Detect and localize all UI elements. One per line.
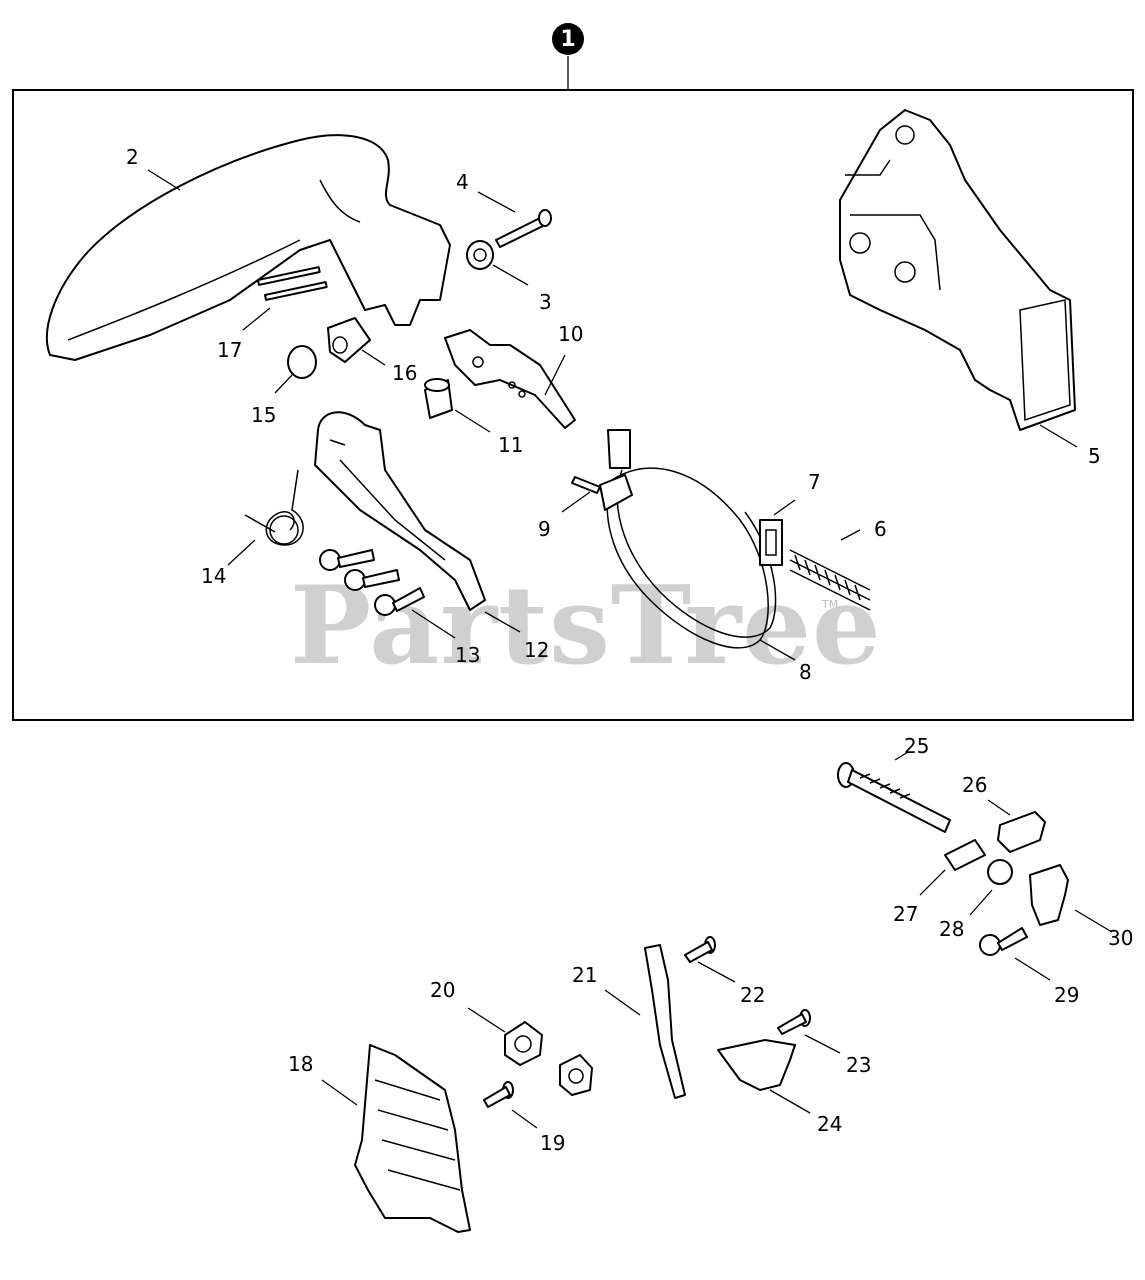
part-9-pin [571,476,601,494]
part-28-gear [987,859,1013,885]
part-2-cover [45,134,451,361]
callout-22: 22 [740,983,766,1007]
assembly-frame [12,89,1134,721]
part-19-screw [483,1081,514,1108]
callout-28: 28 [939,917,965,941]
part-8-band-bracket [607,429,631,469]
watermark: PartsTree [290,563,882,689]
callout-16: 16 [392,361,418,385]
callout-8: 8 [799,660,812,684]
part-3-grommet [466,240,494,270]
part-25-bolt [837,762,951,833]
callout-7: 7 [808,470,821,494]
callout-12: 12 [524,638,550,662]
callout-21: 21 [572,963,598,987]
part-17-slot-a [256,266,321,286]
part-26-adjuster [997,811,1046,853]
part-20-nut [504,1021,543,1066]
part-24-bracket [717,1039,796,1091]
assembly-number-badge: 1 [552,23,584,55]
callout-13: 13 [455,643,481,667]
part-17-slot-b [264,281,328,301]
part-29-screw [979,927,1028,956]
part-27-pin [944,839,986,871]
part-5-housing [839,109,1076,431]
part-10-link [444,329,576,429]
callout-10: 10 [558,322,584,346]
callout-29: 29 [1054,983,1080,1007]
callout-20: 20 [430,978,456,1002]
callout-17: 17 [217,338,243,362]
callout-18: 18 [288,1052,314,1076]
callout-19: 19 [540,1131,566,1155]
callout-23: 23 [846,1053,872,1077]
part-21-strip [644,944,686,1099]
part-23-screw [777,1009,811,1035]
callout-2: 2 [126,145,139,169]
callout-4: 4 [456,170,469,194]
callout-14: 14 [201,564,227,588]
callout-5: 5 [1088,444,1101,468]
part-15-nut [287,345,317,379]
part-12-lever [314,411,486,611]
callout-15: 15 [251,403,277,427]
watermark-trademark: TM [822,598,839,611]
part-22-screw [684,936,716,963]
part-6-spring [789,549,871,611]
part-30-cover [1029,864,1069,926]
callout-27: 27 [893,902,919,926]
part-14-spring [244,469,304,546]
part-20-nut-b [559,1054,593,1096]
callout-9: 9 [538,517,551,541]
callout-6: 6 [874,517,887,541]
part-7-holder [759,519,783,566]
callout-26: 26 [962,773,988,797]
part-18-deflector [354,1044,471,1233]
callout-30: 30 [1108,926,1134,950]
part-16-nut [327,317,371,363]
callout-3: 3 [539,290,552,314]
part-13-screws [319,549,425,616]
callout-24: 24 [817,1112,843,1136]
part-4-pin [495,217,546,248]
leader-lines [147,169,1113,1129]
callout-11: 11 [498,433,524,457]
callout-25: 25 [904,734,930,758]
